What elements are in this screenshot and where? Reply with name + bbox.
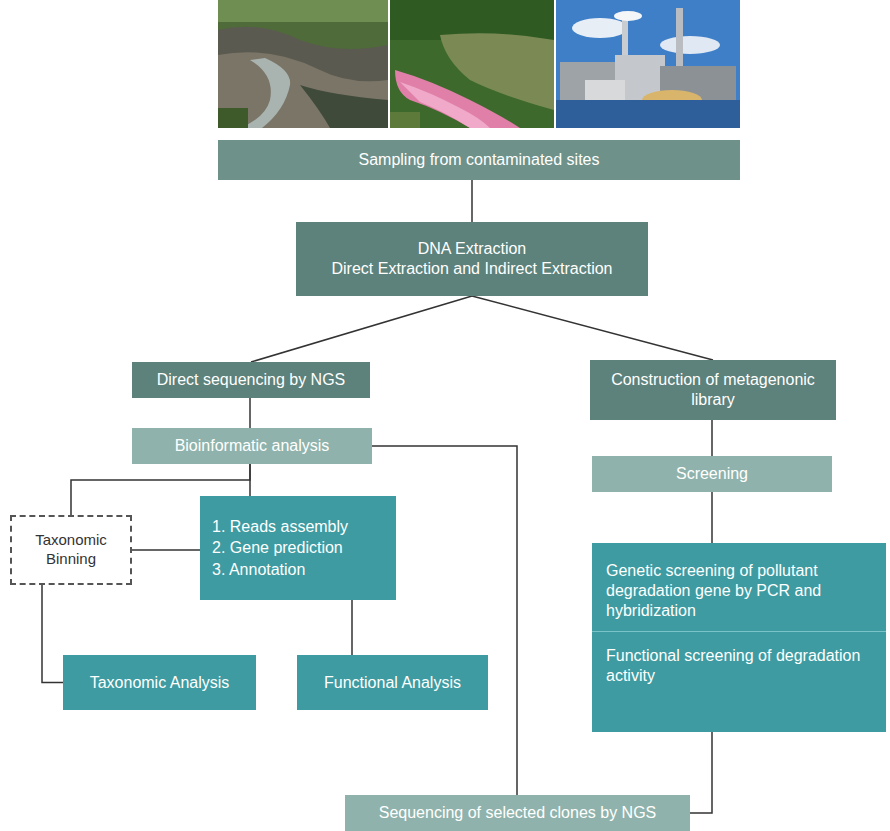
connector-line [42, 585, 63, 683]
connector-line [251, 296, 472, 362]
step-box: Sequencing of selected clones by NGS [345, 795, 690, 831]
box-sublabel: 3. Annotation [212, 559, 305, 581]
screening-box: Genetic screening of pollutant degradati… [592, 543, 886, 732]
box-label: Taxonomic Analysis [90, 673, 230, 693]
process-box: Sampling from contaminated sites [218, 140, 740, 180]
box-label: Taxonomic Binning [22, 531, 120, 569]
box-label: Direct sequencing by NGS [157, 370, 346, 390]
connector-line [711, 492, 713, 543]
step-box: Bioinformatic analysis [132, 428, 372, 464]
box-label: Sampling from contaminated sites [359, 150, 600, 170]
connector-line [351, 600, 353, 655]
list-box: 1. Reads assembly2. Gene prediction3. An… [200, 496, 396, 600]
factory-photo [556, 0, 740, 128]
box-label: Functional Analysis [324, 673, 461, 693]
box-label: Bioinformatic analysis [175, 436, 330, 456]
connector-line [690, 732, 712, 813]
connector-line [249, 464, 251, 496]
result-box: Functional Analysis [297, 655, 488, 710]
box-label: 1. Reads assembly [212, 516, 348, 538]
process-box: Direct sequencing by NGS [132, 362, 370, 398]
connector-line [711, 420, 713, 456]
runoff-photo [218, 0, 388, 128]
process-box: DNA ExtractionDirect Extraction and Indi… [296, 222, 648, 296]
box-label: Sequencing of selected clones by NGS [379, 803, 657, 823]
connector-line [472, 296, 713, 360]
step-box: Screening [592, 456, 832, 492]
connector-line [132, 549, 200, 551]
process-box: Construction of metagenonic library [590, 360, 836, 420]
box-label: DNA Extraction [418, 239, 526, 259]
connector-line [249, 398, 251, 428]
screening-text: Genetic screening of pollutant degradati… [592, 543, 886, 631]
box-sublabel: 2. Gene prediction [212, 537, 343, 559]
box-sublabel: Direct Extraction and Indirect Extractio… [331, 259, 612, 279]
connector-line [471, 180, 473, 222]
result-box: Taxonomic Analysis [63, 655, 256, 710]
screening-text: Functional screening of degradation acti… [592, 631, 886, 732]
box-label: Construction of metagenonic library [600, 370, 826, 410]
river-photo [390, 0, 554, 128]
box-label: Screening [676, 464, 748, 484]
dashed-box: Taxonomic Binning [10, 515, 132, 585]
